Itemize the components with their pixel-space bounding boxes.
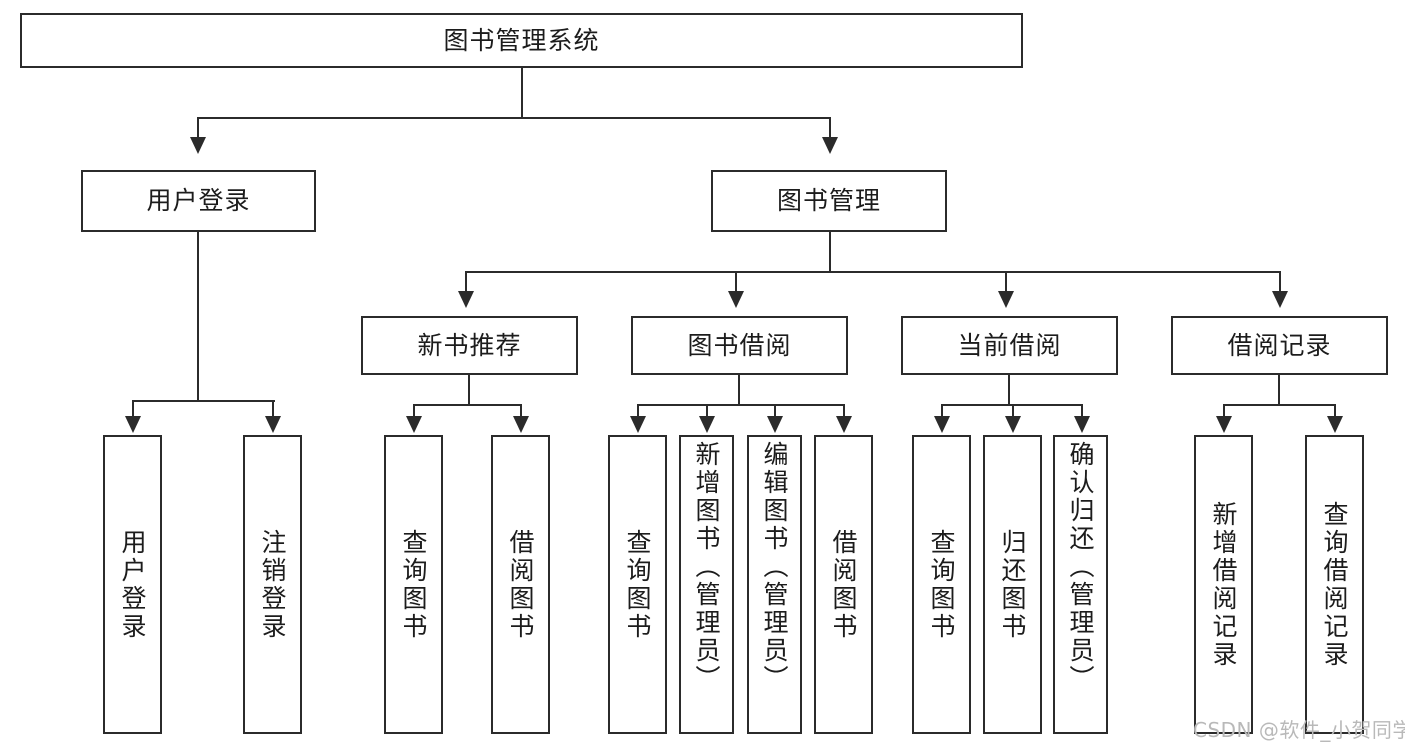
- edge-new-book-to-leaf-0: [413, 404, 415, 418]
- leaf-borrow-record-0[interactable]: 新增借阅记录: [1194, 435, 1253, 734]
- node-label: 查询借阅记录: [1320, 500, 1349, 669]
- leaf-user-login-1[interactable]: 注销登录: [243, 435, 302, 734]
- node-label: 注销登录: [258, 528, 287, 641]
- edge-user-login-to-leaf-0: [132, 400, 134, 418]
- node-label: 当前借阅: [957, 330, 1062, 360]
- arrowhead-current-borrow-leaf-0: [934, 416, 950, 433]
- arrowhead-current-borrow-leaf-2: [1074, 416, 1090, 433]
- node-new-book-recommend[interactable]: 新书推荐: [361, 316, 578, 375]
- edge-book-management-bus: [466, 271, 1281, 273]
- node-label: 查询图书: [927, 528, 956, 641]
- arrowhead-borrow-record-leaf-1: [1327, 416, 1343, 433]
- node-label: 编辑图书（管理员）: [760, 441, 789, 693]
- edge-book-borrow-to-leaf-3: [843, 404, 845, 418]
- edge-root-stem: [521, 68, 523, 118]
- arrowhead-new-book-leaf-0: [406, 416, 422, 433]
- arrowhead-to-user-login: [190, 137, 206, 154]
- arrowhead-bm-new-book: [458, 291, 474, 308]
- edge-root-to-book-management: [829, 117, 831, 139]
- edge-borrow-record-to-leaf-0: [1223, 404, 1225, 418]
- node-label: 用户登录: [118, 528, 147, 641]
- node-label: 新增借阅记录: [1209, 500, 1238, 669]
- arrowhead-book-borrow-leaf-0: [630, 416, 646, 433]
- edge-current-borrow-stem: [1008, 375, 1010, 405]
- leaf-new-book-recommend-1[interactable]: 借阅图书: [491, 435, 550, 734]
- node-book-borrow[interactable]: 图书借阅: [631, 316, 848, 375]
- leaf-current-borrow-1[interactable]: 归还图书: [983, 435, 1042, 734]
- node-label: 查询图书: [623, 528, 652, 641]
- edge-bm-to-book-borrow: [735, 271, 737, 293]
- edge-bm-to-new-book: [465, 271, 467, 293]
- arrowhead-bm-borrow-record: [1272, 291, 1288, 308]
- edge-current-borrow-to-leaf-0: [941, 404, 943, 418]
- arrowhead-new-book-leaf-1: [513, 416, 529, 433]
- node-label: 图书管理系统: [443, 25, 600, 55]
- node-label: 借阅图书: [506, 528, 535, 641]
- node-label: 新书推荐: [417, 330, 522, 360]
- edge-book-management-stem: [829, 232, 831, 272]
- arrowhead-bm-book-borrow: [728, 291, 744, 308]
- node-label: 用户登录: [146, 186, 251, 216]
- edge-current-borrow-to-leaf-1: [1012, 404, 1014, 418]
- edge-book-borrow-to-leaf-2: [774, 404, 776, 418]
- arrowhead-to-book-management: [822, 137, 838, 154]
- edge-book-borrow-to-leaf-0: [637, 404, 639, 418]
- arrowhead-book-borrow-leaf-3: [836, 416, 852, 433]
- edge-current-borrow-to-leaf-2: [1081, 404, 1083, 418]
- arrowhead-borrow-record-leaf-0: [1216, 416, 1232, 433]
- edge-user-login-stem: [197, 232, 199, 401]
- leaf-user-login-0[interactable]: 用户登录: [103, 435, 162, 734]
- edge-borrow-record-to-leaf-1: [1334, 404, 1336, 418]
- arrowhead-current-borrow-leaf-1: [1005, 416, 1021, 433]
- edge-new-book-to-leaf-1: [520, 404, 522, 418]
- arrowhead-user-login-leaf-1: [265, 416, 281, 433]
- node-label: 归还图书: [998, 528, 1027, 641]
- arrowhead-user-login-leaf-0: [125, 416, 141, 433]
- leaf-book-borrow-2[interactable]: 编辑图书（管理员）: [747, 435, 802, 734]
- leaf-current-borrow-2[interactable]: 确认归还（管理员）: [1053, 435, 1108, 734]
- edge-new-book-stem: [468, 375, 470, 405]
- edge-borrow-record-stem: [1278, 375, 1280, 405]
- node-book-management[interactable]: 图书管理: [711, 170, 947, 232]
- leaf-book-borrow-3[interactable]: 借阅图书: [814, 435, 873, 734]
- arrowhead-book-borrow-leaf-2: [767, 416, 783, 433]
- node-label: 借阅记录: [1227, 330, 1332, 360]
- node-label: 图书借阅: [687, 330, 792, 360]
- node-label: 借阅图书: [829, 528, 858, 641]
- node-label: 新增图书（管理员）: [692, 441, 721, 693]
- edge-book-borrow-bus: [638, 404, 845, 406]
- leaf-book-borrow-1[interactable]: 新增图书（管理员）: [679, 435, 734, 734]
- node-label: 查询图书: [399, 528, 428, 641]
- node-current-borrow[interactable]: 当前借阅: [901, 316, 1118, 375]
- arrowhead-bm-current-borrow: [998, 291, 1014, 308]
- edge-user-login-bus: [133, 400, 275, 402]
- edge-bm-to-current-borrow: [1005, 271, 1007, 293]
- leaf-new-book-recommend-0[interactable]: 查询图书: [384, 435, 443, 734]
- node-label: 图书管理: [776, 186, 881, 216]
- node-label: 确认归还（管理员）: [1066, 441, 1095, 693]
- node-borrow-record[interactable]: 借阅记录: [1171, 316, 1388, 375]
- node-root-book-management-system[interactable]: 图书管理系统: [20, 13, 1023, 68]
- leaf-book-borrow-0[interactable]: 查询图书: [608, 435, 667, 734]
- edge-book-borrow-to-leaf-1: [706, 404, 708, 418]
- arrowhead-book-borrow-leaf-1: [699, 416, 715, 433]
- csdn-watermark: CSDN @软件_小贺同学: [1193, 718, 1405, 742]
- leaf-borrow-record-1[interactable]: 查询借阅记录: [1305, 435, 1364, 734]
- edge-root-to-user-login: [197, 117, 199, 139]
- edge-book-borrow-stem: [738, 375, 740, 405]
- node-user-login[interactable]: 用户登录: [81, 170, 316, 232]
- edge-user-login-to-leaf-1: [272, 400, 274, 418]
- edge-bm-to-borrow-record: [1279, 271, 1281, 293]
- edge-root-bus: [198, 117, 830, 119]
- edge-borrow-record-bus: [1224, 404, 1336, 406]
- leaf-current-borrow-0[interactable]: 查询图书: [912, 435, 971, 734]
- edge-new-book-bus: [414, 404, 522, 406]
